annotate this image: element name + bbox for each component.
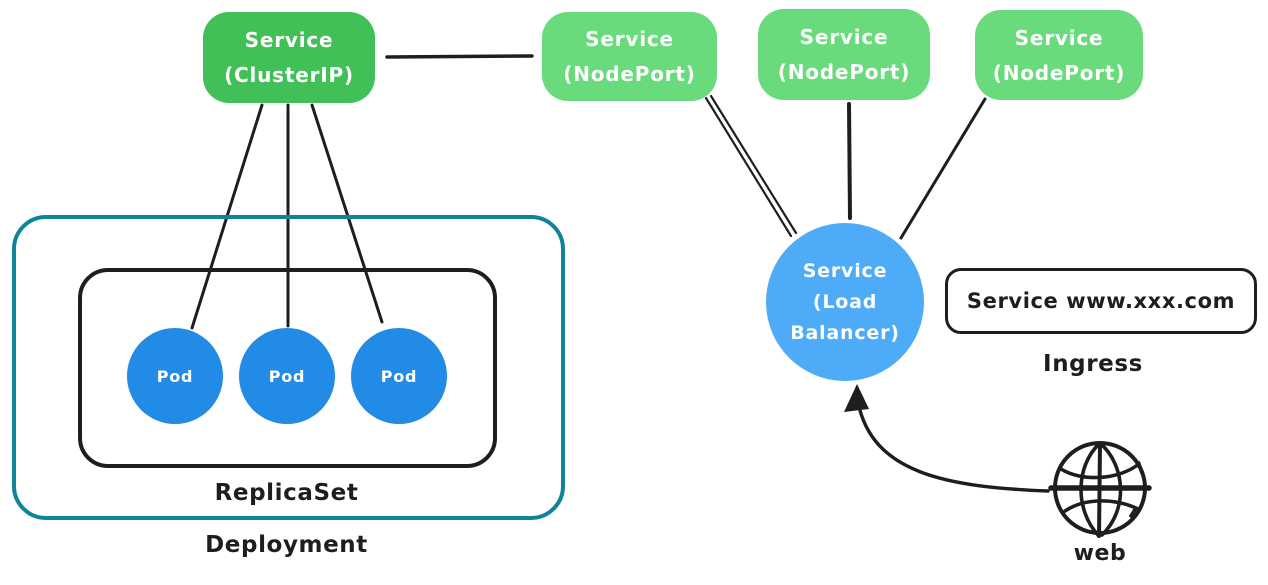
node-label: Service	[244, 28, 334, 52]
node-label: (Load	[812, 291, 878, 313]
node-pod-2: Pod	[239, 328, 335, 424]
edge-clusterip-nodeport1	[385, 54, 534, 59]
node-pod-3: Pod	[351, 328, 447, 424]
edge-nodeport2-loadbalancer	[847, 102, 852, 220]
edge-nodeport1-loadbalancer-2	[709, 94, 798, 235]
edge-clusterip-pod3	[310, 103, 384, 324]
node-label: Service	[802, 260, 888, 282]
deployment-caption: Deployment	[205, 532, 368, 558]
node-deployment-boundary	[12, 215, 565, 520]
node-label: Service	[799, 25, 889, 49]
node-replicaset-boundary	[78, 268, 497, 468]
edge-nodeport3-loadbalancer	[899, 97, 987, 240]
node-ingress-service: Service www.xxx.com	[945, 268, 1257, 334]
node-label: (NodePort)	[992, 60, 1126, 85]
ingress-service-label: Service www.xxx.com	[966, 289, 1236, 313]
node-label: (NodePort)	[563, 62, 696, 86]
pod-label: Pod	[268, 366, 306, 386]
node-label: Service	[1014, 25, 1104, 50]
node-service-nodeport-3: Service (NodePort)	[975, 10, 1143, 100]
ingress-caption: Ingress	[1043, 351, 1143, 377]
node-service-loadbalancer: Service (Load Balancer)	[766, 223, 924, 381]
arrowhead-up-icon	[844, 384, 869, 412]
node-service-clusterip: Service (ClusterIP)	[203, 12, 375, 103]
pod-label: Pod	[156, 366, 194, 386]
node-label: (ClusterIP)	[224, 63, 354, 87]
node-label: Balancer)	[790, 322, 900, 344]
edge-nodeport1-loadbalancer	[704, 96, 793, 238]
globe-icon	[1048, 441, 1152, 538]
web-caption: web	[1073, 541, 1127, 566]
node-pod-1: Pod	[127, 328, 223, 424]
node-service-nodeport-1: Service (NodePort)	[542, 12, 717, 101]
replicaset-caption: ReplicaSet	[214, 480, 359, 506]
node-label: (NodePort)	[777, 60, 911, 84]
node-label: Service	[585, 27, 674, 51]
node-service-nodeport-2: Service (NodePort)	[758, 9, 930, 100]
edge-web-loadbalancer-arrow	[856, 400, 1050, 493]
pod-label: Pod	[380, 366, 418, 386]
